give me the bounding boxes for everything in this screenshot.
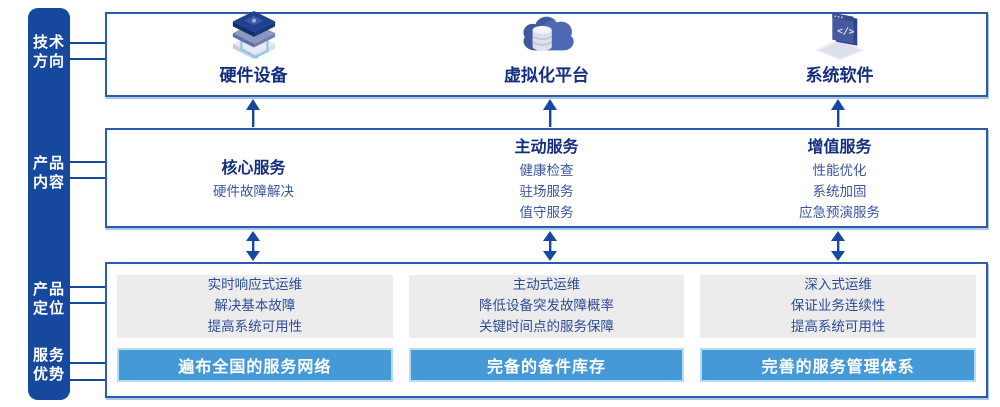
tech-col-hardware: 硬件设备: [107, 10, 400, 95]
advantage-bar: 完善的服务管理体系: [700, 348, 977, 382]
svc-item: 健康检查: [519, 162, 574, 179]
up-arrow: [246, 99, 260, 127]
connector-line: [69, 177, 106, 179]
connector-line: [69, 42, 106, 44]
rail-label-line: 技术: [32, 33, 65, 51]
rail-label-line: 优势: [32, 365, 65, 383]
pos-line: 保证业务连续性: [790, 298, 886, 314]
pos-line: 关键时间点的服务保障: [479, 319, 614, 335]
pos-line: 主动式运维: [512, 277, 581, 293]
double-arrow: [831, 231, 845, 261]
positioning-box: 主动式运维 降低设备突发故障概率 关键时间点的服务保障: [408, 275, 685, 338]
rail-label-product-content: 产品 内容: [28, 154, 70, 192]
up-arrow: [831, 99, 845, 127]
tech-label-software: 系统软件: [805, 66, 874, 86]
tech-col-software: </> 系统软件: [693, 12, 986, 95]
svc-col-value-added: 增值服务 性能优化 系统加固 应急预演服务: [693, 130, 986, 226]
rail-label-line: 产品: [32, 280, 65, 298]
pos-col-proactive: 主动式运维 降低设备突发故障概率 关键时间点的服务保障 完备的备件库存: [408, 275, 685, 382]
tech-col-virtualization: 虚拟化平台: [400, 14, 693, 95]
positioning-box: 实时响应式运维 解决基本故障 提高系统可用性: [117, 275, 393, 338]
svc-item: 硬件故障解决: [213, 183, 294, 200]
svc-item: 应急预演服务: [799, 204, 880, 221]
connector-line: [69, 286, 106, 288]
rail-label-service-advantage: 服务 优势: [28, 346, 70, 384]
pos-line: 提高系统可用性: [207, 319, 303, 335]
connector-line: [69, 362, 106, 364]
cloud-database-icon: [516, 12, 578, 60]
rail-label-tech-direction: 技术 方向: [28, 33, 70, 71]
rail-label-product-positioning: 产品 定位: [28, 280, 70, 318]
svc-title: 增值服务: [807, 136, 872, 156]
svc-title: 主动服务: [514, 136, 579, 156]
pos-line: 降低设备突发故障概率: [479, 298, 614, 314]
pos-line: 解决基本故障: [214, 298, 296, 314]
advantage-bar: 遍布全国的服务网络: [117, 348, 393, 382]
svc-col-proactive: 主动服务 健康检查 驻场服务 值守服务: [400, 130, 693, 226]
pos-col-deep: 深入式运维 保证业务连续性 提高系统可用性 完善的服务管理体系: [700, 275, 977, 382]
rail-label-line: 方向: [32, 52, 65, 70]
category-rail: 技术 方向 产品 内容 产品 定位 服务 优势: [28, 8, 70, 400]
svc-item: 值守服务: [519, 204, 574, 221]
connector-line: [69, 379, 106, 381]
connector-line: [69, 58, 106, 60]
svc-item: 系统加固: [812, 183, 867, 200]
svc-item: 性能优化: [812, 162, 867, 179]
pos-line: 实时响应式运维: [207, 277, 303, 293]
svc-col-core: 核心服务 硬件故障解决: [107, 130, 400, 226]
svc-title: 核心服务: [221, 157, 286, 177]
product-content-panel: 核心服务 硬件故障解决 主动服务 健康检查 驻场服务 值守服务 增值服务 性能优…: [105, 128, 988, 228]
tech-label-hardware: 硬件设备: [219, 66, 288, 86]
svc-item: 驻场服务: [519, 183, 574, 200]
svg-text:</>: </>: [836, 26, 854, 38]
software-window-icon: </>: [809, 10, 871, 60]
connector-line: [69, 302, 106, 304]
hardware-stack-icon: [223, 10, 285, 60]
rail-label-line: 产品: [32, 154, 65, 172]
double-arrow: [543, 231, 557, 261]
positioning-panel: 实时响应式运维 解决基本故障 提高系统可用性 遍布全国的服务网络 主动式运维 降…: [105, 262, 988, 398]
double-arrow: [246, 231, 260, 261]
rail-label-line: 服务: [32, 346, 65, 364]
positioning-box: 深入式运维 保证业务连续性 提高系统可用性: [700, 275, 977, 338]
pos-col-realtime: 实时响应式运维 解决基本故障 提高系统可用性 遍布全国的服务网络: [117, 275, 393, 382]
rail-label-line: 定位: [32, 299, 65, 317]
advantage-bar: 完备的备件库存: [408, 348, 685, 382]
tech-direction-panel: 硬件设备 虚拟化平台: [105, 10, 988, 97]
connector-line: [69, 161, 106, 163]
pos-line: 深入式运维: [804, 277, 872, 293]
tech-label-virtualization: 虚拟化平台: [504, 66, 589, 86]
rail-label-line: 内容: [32, 173, 65, 191]
pos-line: 提高系统可用性: [790, 319, 886, 335]
up-arrow: [543, 99, 557, 127]
